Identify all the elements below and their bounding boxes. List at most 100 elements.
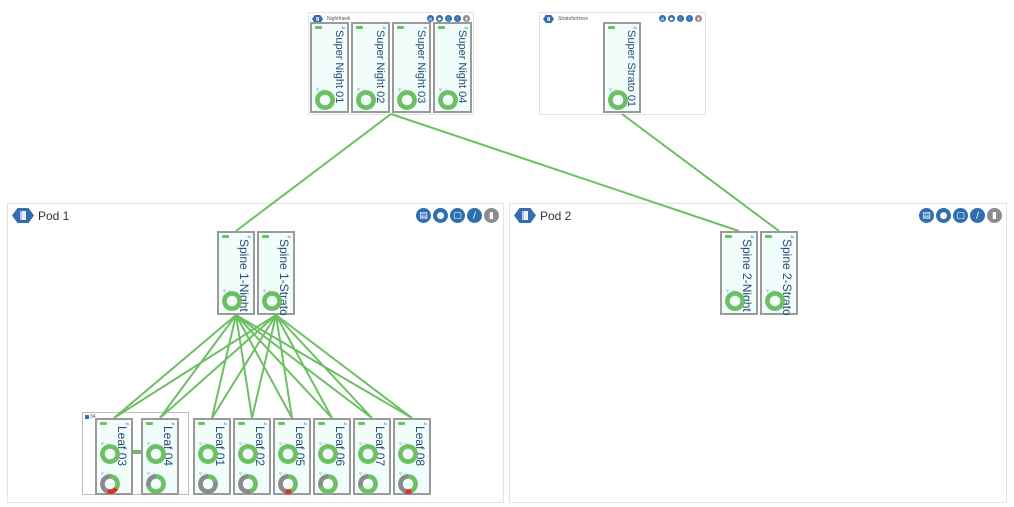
link-icon[interactable]: ⇆: [171, 421, 175, 426]
comment-icon[interactable]: ●: [668, 15, 675, 22]
port-legend-icon: ⚲ ···: [439, 87, 448, 92]
device-super-night-01[interactable]: ⇆Super Night 01⚲ ···: [310, 22, 349, 113]
port-usage-ring: [318, 474, 338, 494]
device-super-night-02[interactable]: ⇆Super Night 02⚲ ···: [351, 22, 390, 113]
port-usage-ring: [398, 474, 418, 494]
edit-icon[interactable]: /: [686, 15, 693, 22]
device-label: Super Night 04: [456, 30, 468, 104]
comment-icon[interactable]: ●: [436, 15, 443, 22]
link-icon[interactable]: ⇆: [382, 25, 386, 30]
trash-icon[interactable]: ▮: [695, 15, 702, 22]
status-bar-icon: [238, 422, 245, 425]
device-leaf-04[interactable]: ⇆Leaf 04⚲ ···⚲ ···: [141, 418, 179, 495]
trash-icon[interactable]: ▮: [987, 208, 1002, 223]
group-header: Pod 2: [514, 208, 571, 223]
port-usage-ring: [146, 474, 166, 494]
status-bar-icon: [765, 235, 772, 238]
port-usage-ring: [262, 291, 282, 311]
port-legend-icon: ⚲ ···: [609, 87, 618, 92]
port-usage-ring: [278, 444, 298, 464]
device-spine-1-night[interactable]: ⇆Spine 1-Night⚲ ···: [217, 231, 255, 315]
port-usage-ring: [397, 90, 417, 110]
port-usage-ring: [358, 444, 378, 464]
clipboard-icon[interactable]: ▢: [450, 208, 465, 223]
status-bar-icon: [278, 422, 285, 425]
port-usage-ring: [608, 90, 628, 110]
link-icon[interactable]: ⇆: [633, 25, 637, 30]
device-leaf-03[interactable]: ⇆Leaf 03⚲ ···⚲ ···: [95, 418, 133, 495]
edit-icon[interactable]: /: [454, 15, 461, 22]
device-label: Super Strato 01: [625, 30, 637, 108]
device-leaf-01[interactable]: ⇆Leaf 01⚲ ···⚲ ···: [193, 418, 231, 495]
notes-icon[interactable]: ▤: [427, 15, 434, 22]
port-legend-icon: ⚲ ···: [279, 441, 288, 446]
device-super-strato-01[interactable]: ⇆Super Strato 01 ⚲ ···: [603, 22, 641, 113]
device-spine-2-strato[interactable]: ⇆Spine 2-Strato⚲ ···: [760, 231, 798, 316]
port-legend-icon: ⚲ ···: [399, 441, 408, 446]
link-icon[interactable]: ⇆: [223, 421, 227, 426]
port-usage-ring: [315, 90, 335, 110]
group-title: Pod 2: [540, 208, 572, 223]
clipboard-icon[interactable]: ▢: [445, 15, 452, 22]
comment-icon[interactable]: ●: [936, 208, 951, 223]
link-icon[interactable]: ⇆: [343, 421, 347, 426]
group-actions: ▤ ● ▢ / ▮: [416, 208, 499, 223]
port-usage-ring: [278, 474, 298, 494]
group-actions: ▤ ● ▢ / ▮: [919, 208, 1002, 223]
link-icon[interactable]: ⇆: [287, 234, 291, 239]
comment-icon[interactable]: ●: [433, 208, 448, 223]
port-usage-ring: [765, 291, 785, 311]
link-icon[interactable]: ⇆: [125, 421, 129, 426]
port-legend-icon: ⚲ ···: [398, 87, 407, 92]
status-bar-icon: [318, 422, 325, 425]
port-legend-icon: ⚲ ···: [399, 471, 408, 476]
link-icon[interactable]: ⇆: [383, 421, 387, 426]
rack-hex-icon: [312, 15, 323, 23]
device-label: Super Night 02: [374, 30, 386, 104]
link-icon[interactable]: ⇆: [423, 25, 427, 30]
edit-icon[interactable]: /: [970, 208, 985, 223]
device-leaf-07[interactable]: ⇆Leaf 07⚲ ···⚲ ···: [353, 418, 391, 495]
link-icon[interactable]: ⇆: [464, 25, 468, 30]
link-icon[interactable]: ⇆: [423, 421, 427, 426]
group-title: Stratofortress: [558, 16, 589, 22]
status-bar-icon: [262, 235, 269, 238]
port-usage-ring: [100, 474, 120, 494]
port-legend-icon: ⚲ ···: [147, 441, 156, 446]
notes-icon[interactable]: ▤: [416, 208, 431, 223]
status-bar-icon: [398, 422, 405, 425]
device-leaf-06[interactable]: ⇆Leaf 06⚲ ···⚲ ···: [313, 418, 351, 495]
device-super-night-04[interactable]: ⇆Super Night 04 ⚲ ···: [433, 22, 472, 113]
notes-icon[interactable]: ▤: [919, 208, 934, 223]
trash-icon[interactable]: ▮: [484, 208, 499, 223]
group-pod2[interactable]: Pod 2 ▤ ● ▢ / ▮: [509, 203, 1007, 503]
port-usage-ring: [318, 444, 338, 464]
device-spine-2-night[interactable]: ⇆Spine 2-Night⚲ ···: [720, 231, 758, 315]
link-icon[interactable]: ⇆: [303, 421, 307, 426]
port-legend-icon: ⚲ ···: [147, 471, 156, 476]
trash-icon[interactable]: ▮: [463, 15, 470, 22]
rack-hex-icon: [514, 208, 536, 223]
link-icon[interactable]: ⇆: [341, 25, 345, 30]
link-icon[interactable]: ⇆: [247, 234, 251, 239]
device-spine-1-strato[interactable]: ⇆Spine 1-Strato⚲ ···: [257, 231, 295, 316]
port-legend-icon: ⚲ ···: [279, 471, 288, 476]
link-icon[interactable]: ⇆: [750, 234, 754, 239]
status-bar-icon: [315, 26, 322, 29]
clipboard-icon[interactable]: ▢: [953, 208, 968, 223]
device-leaf-08[interactable]: ⇆Leaf 08⚲ ···⚲ ···: [393, 418, 431, 495]
port-legend-icon: ⚲ ···: [766, 288, 775, 293]
clipboard-icon[interactable]: ▢: [677, 15, 684, 22]
port-usage-ring: [222, 291, 242, 311]
status-bar-icon: [100, 422, 107, 425]
device-leaf-05[interactable]: ⇆Leaf 05⚲ ···⚲ ···: [273, 418, 311, 495]
device-super-night-03[interactable]: ⇆Super Night 03⚲ ···: [392, 22, 431, 113]
edit-icon[interactable]: /: [467, 208, 482, 223]
link-icon[interactable]: ⇆: [790, 234, 794, 239]
device-leaf-02[interactable]: ⇆Leaf 02⚲ ···⚲ ···: [233, 418, 271, 495]
status-bar-icon: [198, 422, 205, 425]
group-actions: ▤ ● ▢ / ▮: [659, 15, 702, 22]
notes-icon[interactable]: ▤: [659, 15, 666, 22]
link-icon[interactable]: ⇆: [263, 421, 267, 426]
port-legend-icon: ⚲ ···: [239, 441, 248, 446]
